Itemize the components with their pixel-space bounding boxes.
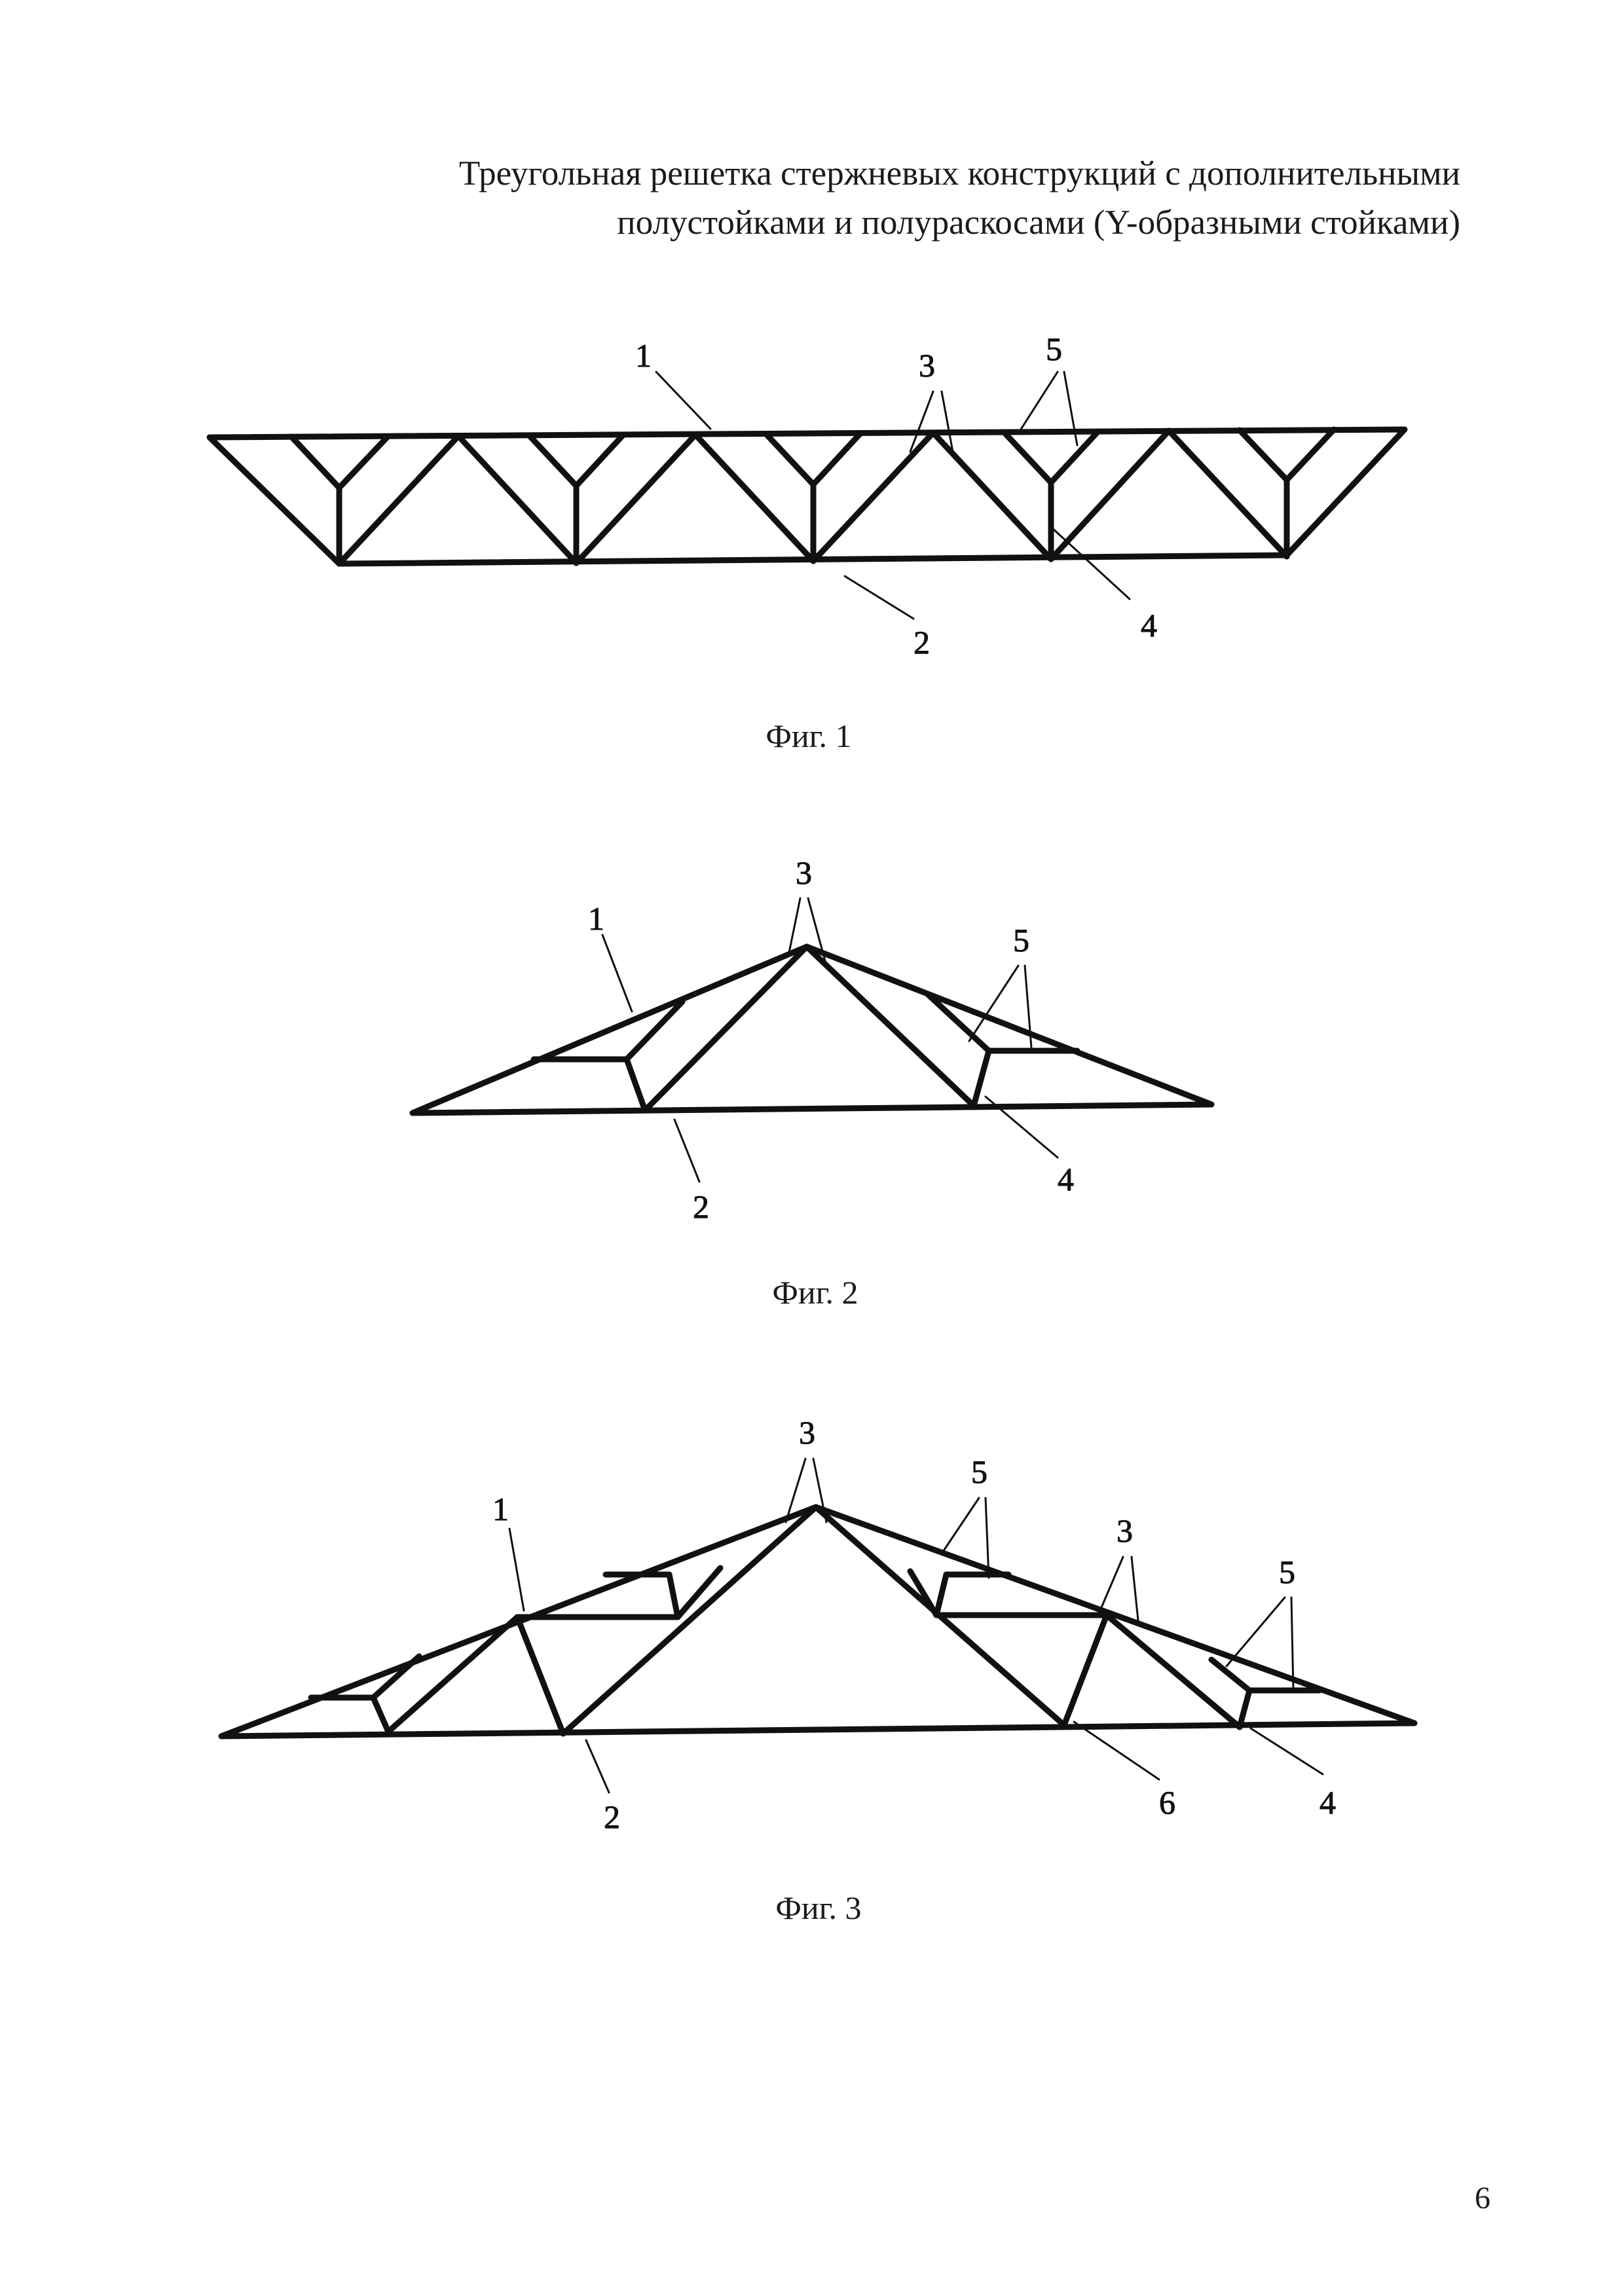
fig3-label-2: 2 <box>604 1798 620 1835</box>
figure-1-caption: Фиг. 1 <box>766 718 852 754</box>
page-number: 6 <box>1475 2181 1490 2215</box>
fig1-y-posts <box>288 426 1337 567</box>
fig3-label-6: 6 <box>1159 1784 1175 1821</box>
fig2-label-1: 1 <box>588 900 604 937</box>
fig2-label-2: 2 <box>693 1188 709 1225</box>
fig1-chords <box>206 426 1408 567</box>
fig3-diagonals <box>514 1504 1110 1737</box>
fig1-label-2: 2 <box>913 624 930 661</box>
fig1-label-1: 1 <box>635 337 652 374</box>
figure-3-truss: 3 5 1 3 5 2 6 4 <box>218 1414 1418 1836</box>
fig3-label-3-right: 3 <box>1116 1512 1133 1549</box>
fig2-label-5: 5 <box>1013 922 1029 958</box>
figure-1-truss: 1 3 5 2 4 <box>206 331 1408 661</box>
fig2-half-posts <box>530 991 1080 1114</box>
fig2-label-4: 4 <box>1058 1161 1074 1197</box>
title-line-2: полустойками и полураскосами (Y-образным… <box>617 204 1460 242</box>
title-line-1: Треугольная решетка стержневых конструкц… <box>458 155 1460 192</box>
fig1-label-5: 5 <box>1046 331 1062 367</box>
fig1-label-4: 4 <box>1141 607 1157 644</box>
fig3-label-5-top: 5 <box>971 1453 987 1490</box>
figure-2-caption: Фиг. 2 <box>772 1274 858 1311</box>
page-title: Треугольная решетка стержневых конструкц… <box>216 149 1460 247</box>
fig1-diagonals <box>336 428 1290 567</box>
fig1-leaders <box>655 371 1131 620</box>
fig1-label-3: 3 <box>919 347 935 384</box>
fig2-diagonals <box>642 943 977 1114</box>
fig2-chords <box>409 943 1215 1116</box>
fig3-leaders <box>508 1457 1324 1794</box>
fig2-label-3: 3 <box>796 854 812 891</box>
fig3-label-1: 1 <box>492 1491 509 1527</box>
fig3-label-4: 4 <box>1320 1784 1336 1821</box>
fig2-leaders <box>601 897 1059 1183</box>
figure-3-caption: Фиг. 3 <box>775 1889 862 1926</box>
figure-2-truss: 1 3 5 2 4 <box>409 854 1215 1226</box>
fig3-label-3-top: 3 <box>799 1414 815 1451</box>
fig3-chords <box>218 1504 1418 1740</box>
fig3-label-5-right: 5 <box>1279 1554 1295 1590</box>
fig3-half-posts <box>308 1565 1323 1735</box>
